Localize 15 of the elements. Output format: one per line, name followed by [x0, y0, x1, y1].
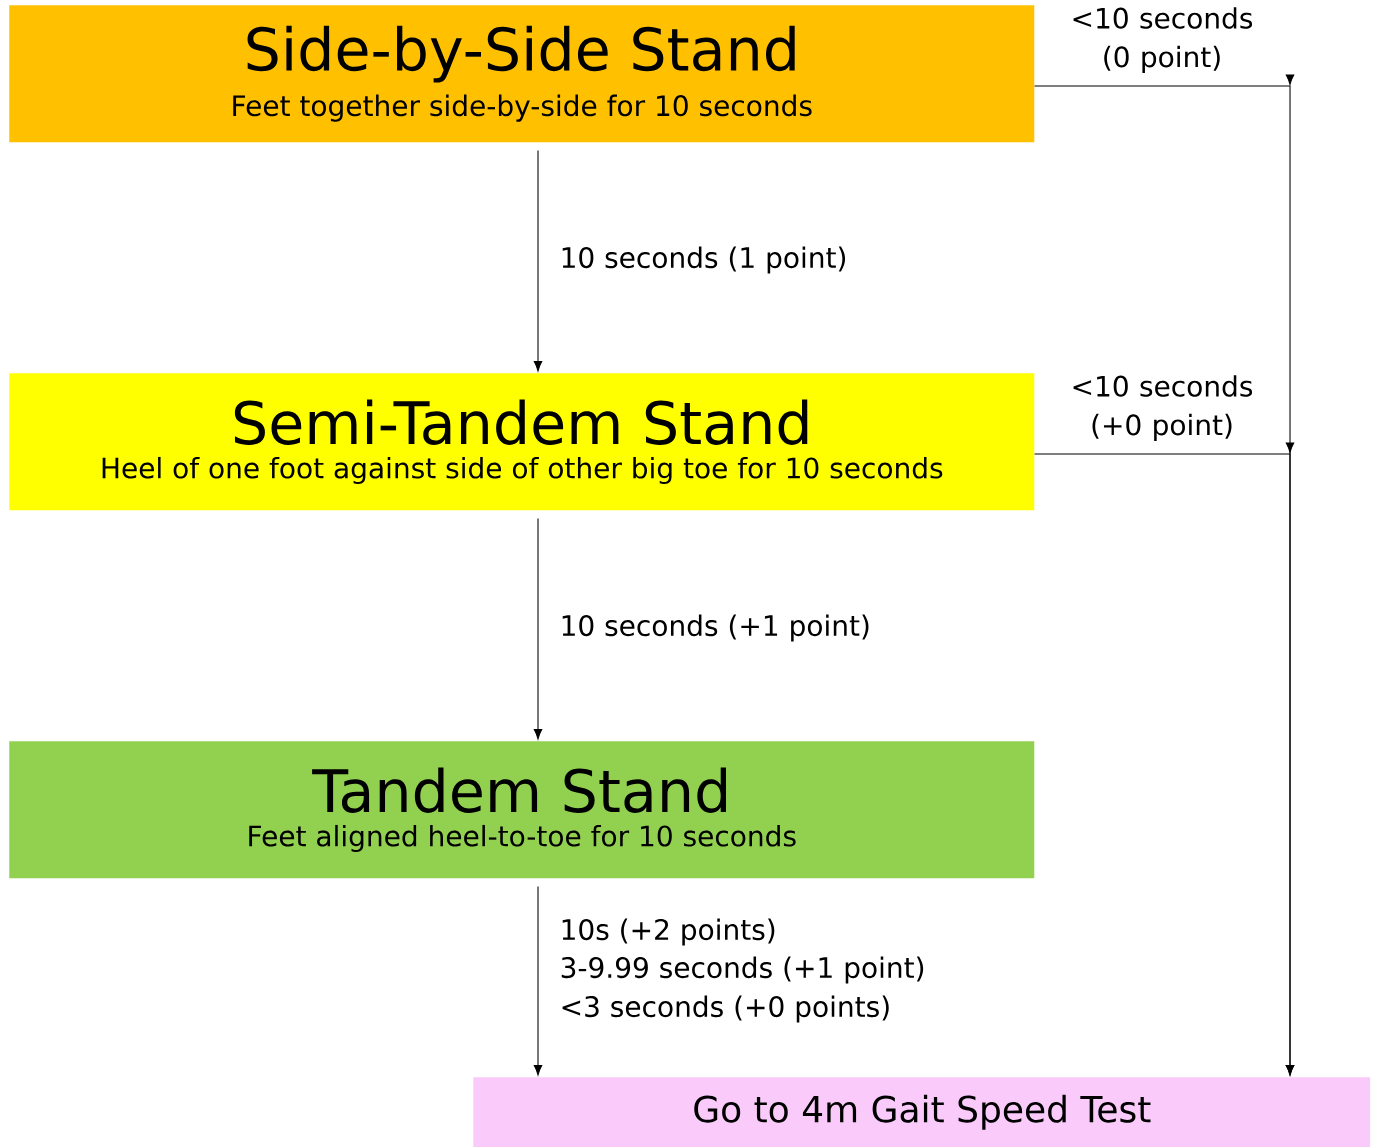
- edge-label: 10 seconds (+1 point): [562, 614, 869, 642]
- edge-label: <10 seconds (+0 point): [1073, 375, 1253, 441]
- arrow: [1034, 442, 1295, 1076]
- step-box: Semi-Tandem Stand Heel of one foot against side of other big toe for 10 seconds: [9, 373, 1035, 511]
- step-box: Go to 4m Gait Speed Test: [473, 1077, 1371, 1147]
- arrow: [533, 150, 543, 372]
- edge-label: 10 seconds (1 point): [562, 246, 846, 274]
- step-box: Side-by-Side Stand Feet together side-by-side for 10 seconds: [9, 5, 1035, 143]
- score-label: <3 seconds (+0 points): [562, 995, 889, 1023]
- arrow: [533, 886, 543, 1076]
- edge-label: <10 seconds (0 point): [1073, 7, 1253, 73]
- arrow: [533, 518, 543, 740]
- step-box: Tandem Stand Feet aligned heel-to-toe for 10 seconds: [9, 741, 1035, 879]
- score-label: 10s (+2 points): [562, 918, 775, 946]
- score-label: 3-9.99 seconds (+1 point): [561, 956, 924, 984]
